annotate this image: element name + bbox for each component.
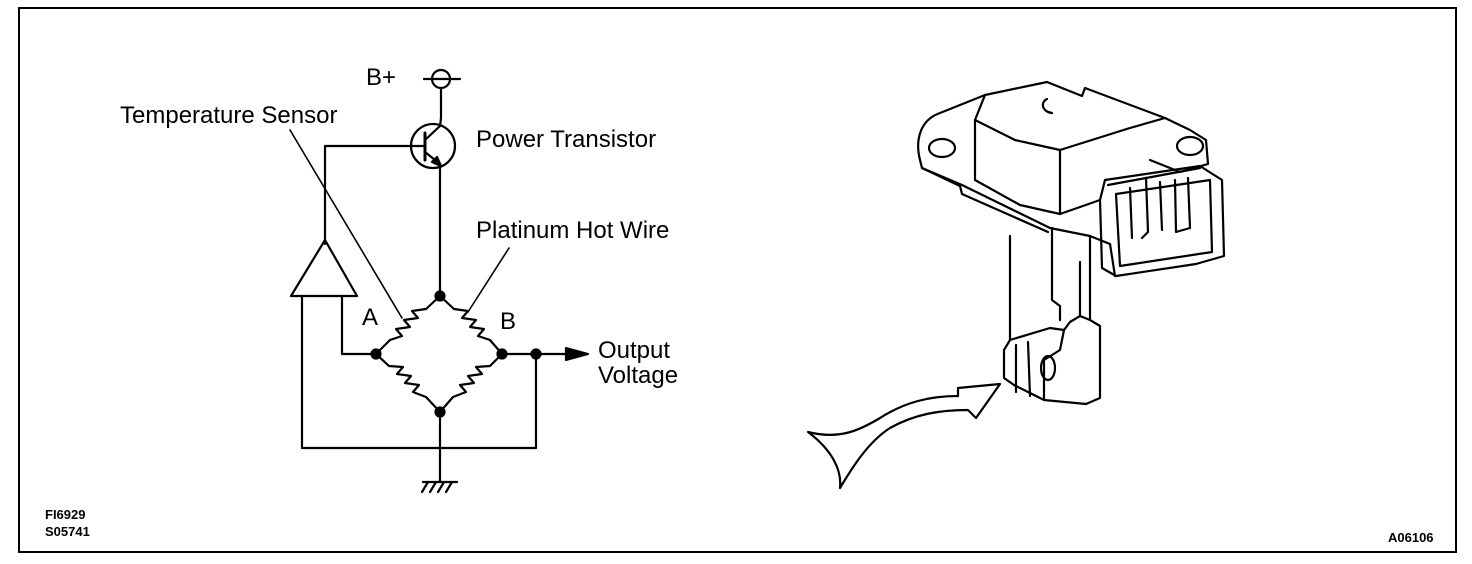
hot-wire-resistor <box>438 294 504 356</box>
power-transistor-icon <box>409 116 457 172</box>
output-label-line2: Voltage <box>598 362 679 389</box>
figure-code-3: A06106 <box>1388 530 1434 545</box>
circuit-diagram <box>289 68 590 494</box>
airflow-arrow-icon <box>806 382 1002 490</box>
amp-feedback-wire <box>300 294 538 450</box>
node-b-label: B <box>500 308 517 335</box>
platinum-hot-wire-label: Platinum Hot Wire <box>476 217 670 244</box>
temperature-sensor-resistor <box>374 294 442 356</box>
airflow-meter-illustration <box>806 80 1226 490</box>
temperature-sensor-leader <box>289 129 403 319</box>
hot-wire-leader <box>467 247 510 313</box>
bridge-resistor-bottom-right <box>438 352 504 414</box>
b-plus-label: B+ <box>366 64 397 91</box>
ground-icon <box>420 410 459 494</box>
b-plus-terminal-icon <box>422 68 462 120</box>
base-wire <box>323 144 413 246</box>
amplifier-icon <box>289 238 359 298</box>
output-arrow-icon <box>564 346 590 362</box>
figure-frame <box>18 7 1457 553</box>
amp-input-a-wire <box>340 294 378 356</box>
output-label-line1: Output <box>598 337 671 364</box>
figure-code-2: S05741 <box>45 524 90 539</box>
temperature-sensor-label: Temperature Sensor <box>120 102 338 129</box>
bridge-resistor-bottom-left <box>374 352 442 414</box>
node-a-label: A <box>362 304 379 331</box>
power-transistor-label: Power Transistor <box>476 126 657 153</box>
figure-code-1: FI6929 <box>45 507 86 522</box>
